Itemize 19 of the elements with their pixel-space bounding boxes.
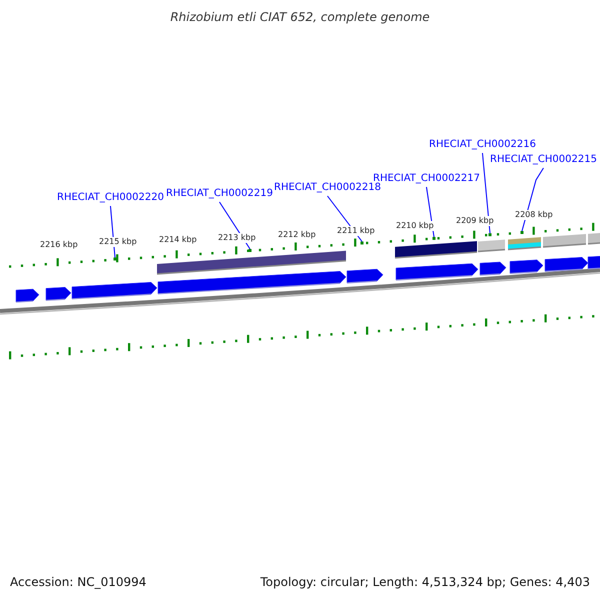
ruler-mark: [360, 242, 364, 244]
gene-label: RHECIAT_CH0002216: [429, 139, 536, 151]
tick-label: 2212 kbp: [278, 230, 316, 240]
gene-label: RHECIAT_CH0002220: [57, 192, 164, 204]
accession-text: Accession: NC_010994: [10, 575, 146, 589]
ruler-mark: [520, 231, 524, 234]
ruler-mark: [488, 233, 492, 236]
tick-label: 2214 kbp: [159, 235, 197, 245]
tick-label: 2216 kbp: [40, 240, 78, 250]
title: Rhizobium etli CIAT 652, complete genome: [169, 10, 431, 24]
gene-label: RHECIAT_CH0002219: [166, 188, 273, 200]
gene-label: RHECIAT_CH0002215: [490, 154, 597, 166]
leader-line: [482, 152, 490, 234]
ruler-mark: [432, 236, 436, 240]
gene-label: RHECIAT_CH0002218: [274, 182, 381, 194]
ruler-mark: [114, 258, 116, 260]
genome-summary-text: Topology: circular; Length: 4,513,324 bp; Genes: 4,403: [260, 575, 590, 589]
ruler-mark: [248, 249, 252, 252]
gene-label: RHECIAT_CH0002217: [373, 173, 480, 185]
